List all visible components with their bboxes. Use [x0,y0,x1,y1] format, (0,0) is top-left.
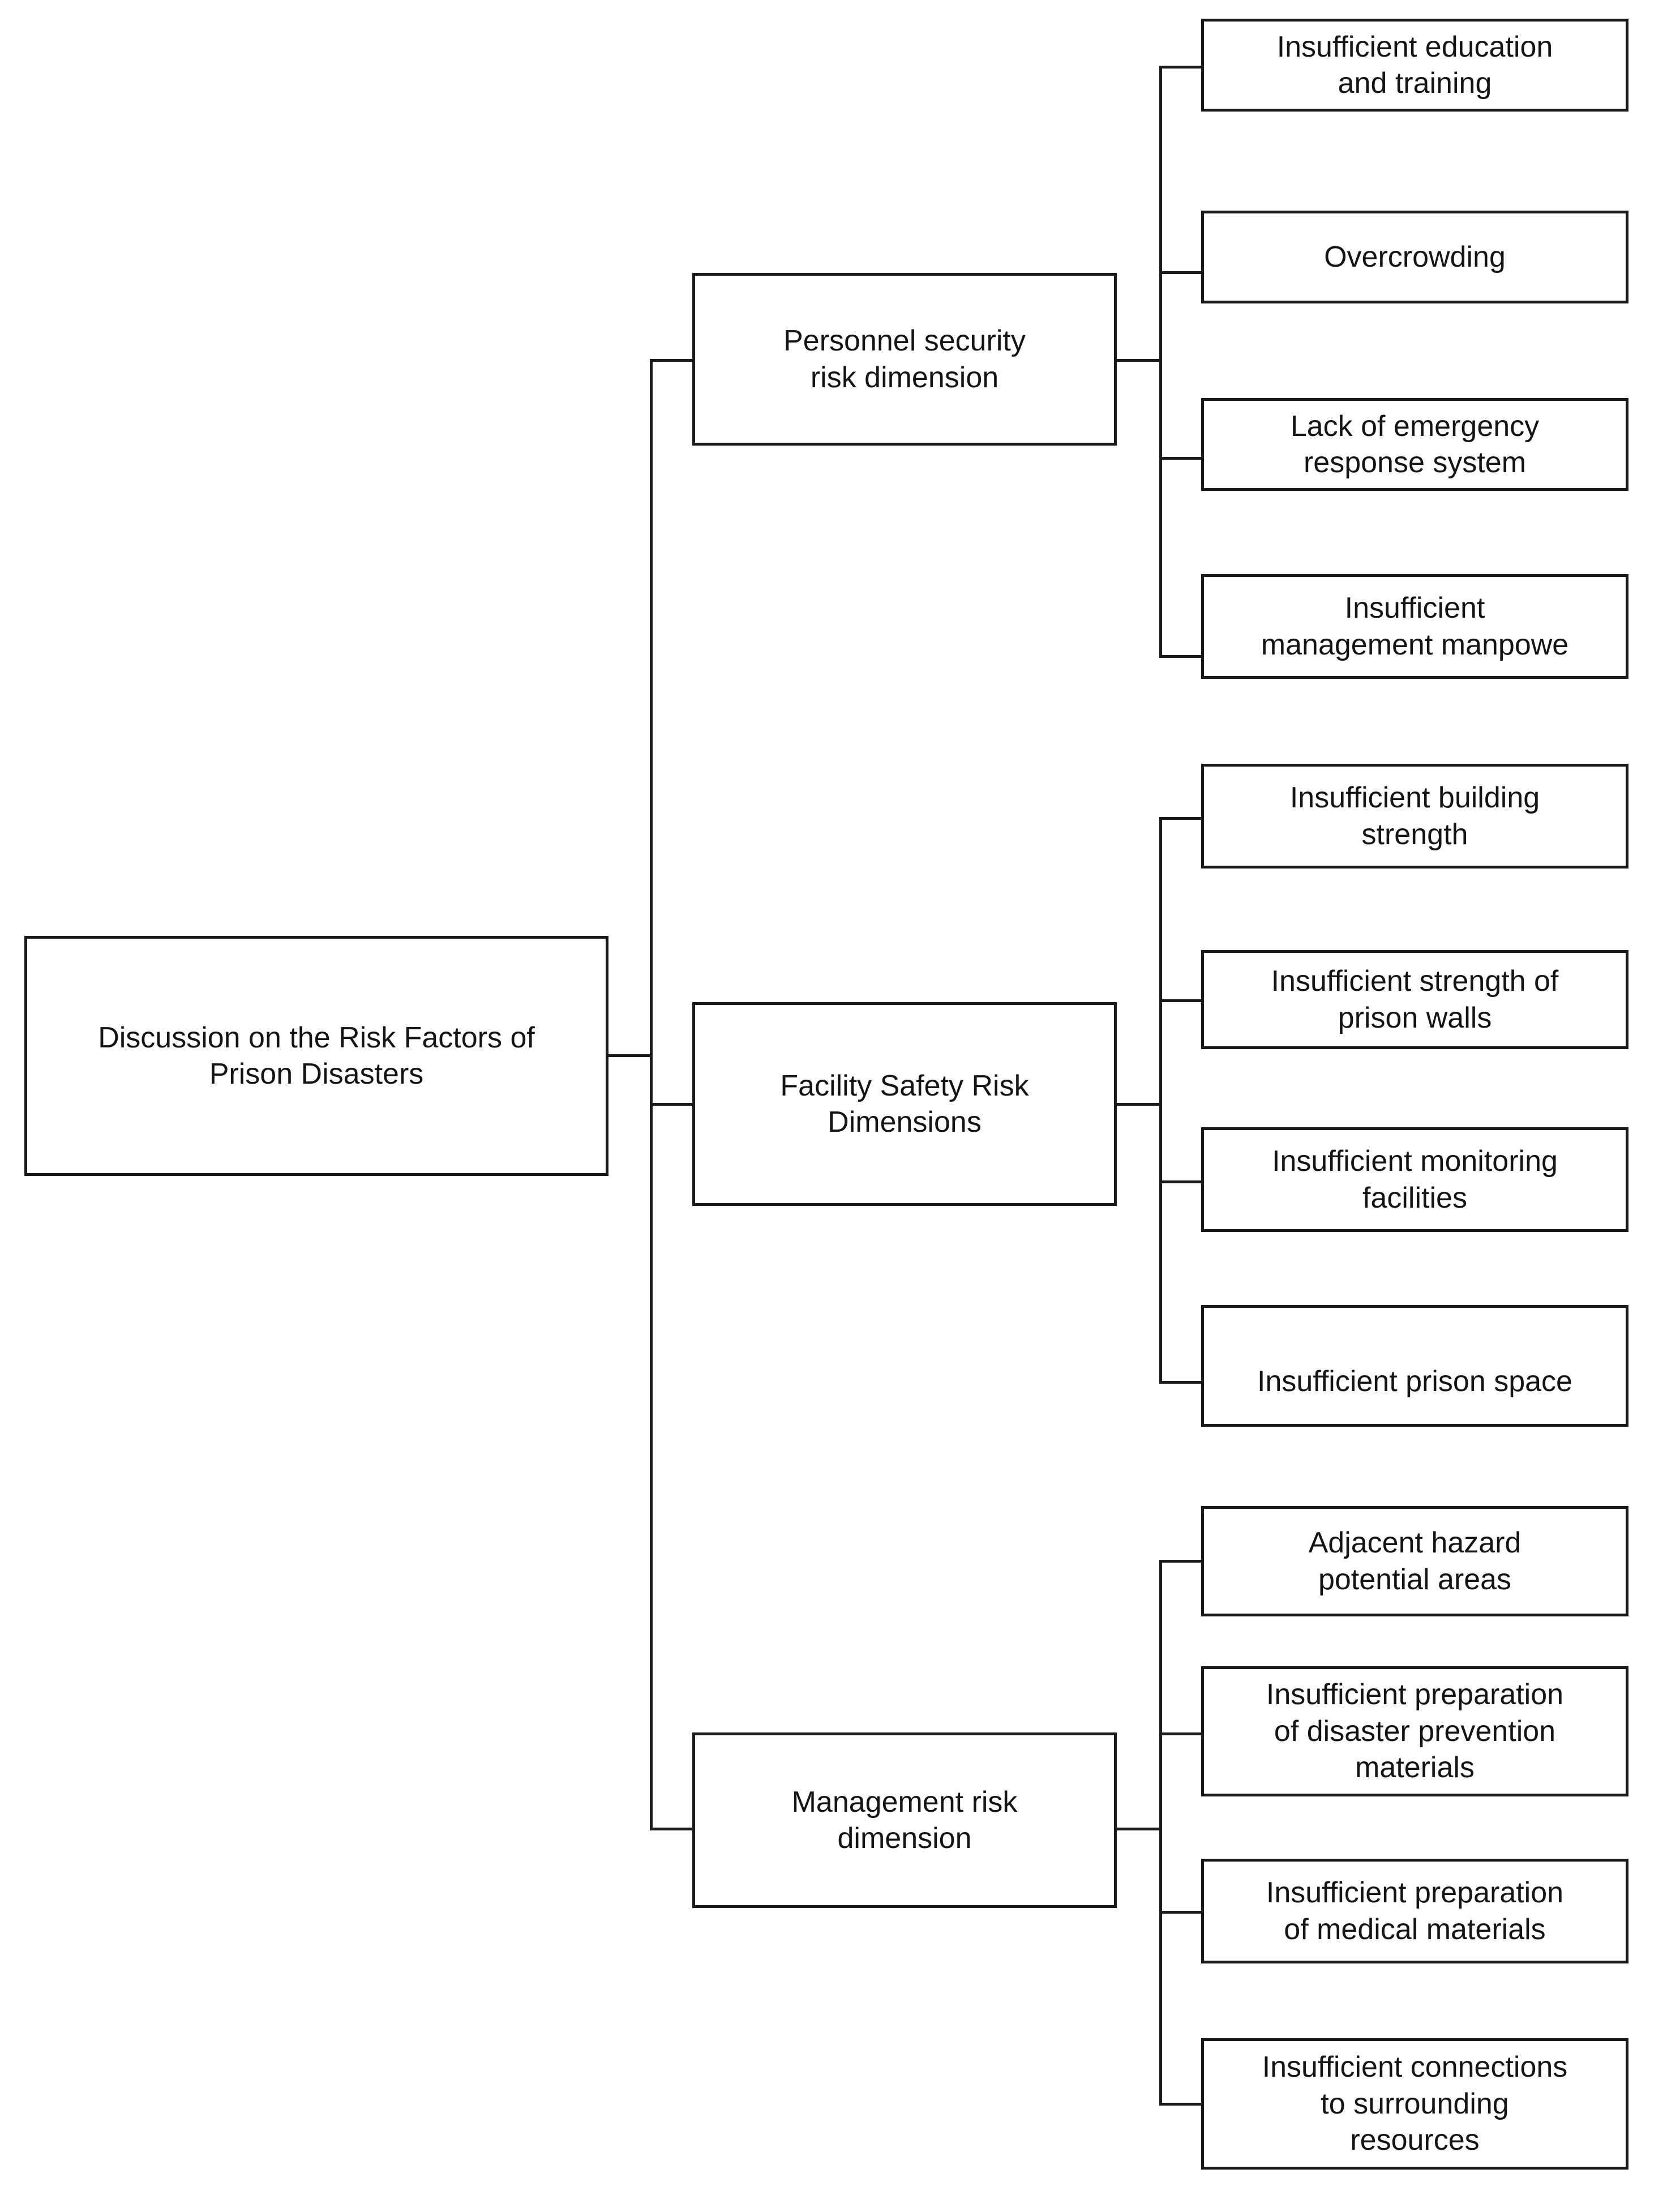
connector-trunk-to-branch-3 [650,1828,695,1830]
leaf-label-insufficient-management-manpowe: Insufficient management manpowe [1261,592,1569,661]
leaf-label-insufficient-education-and-training: Insufficient education and training [1276,30,1553,100]
leaf-node-insufficient-monitoring-facilities[interactable]: Insufficient monitoring facilities [1201,1127,1628,1232]
leaf-label-overcrowding: Overcrowding [1324,240,1506,273]
connector-leaf-stub-2-3 [1159,1180,1204,1183]
leaf-label-adjacent-hazard-potential-areas: Adjacent hazard potential areas [1308,1526,1522,1596]
connector-trunk-to-branch-2 [650,1103,695,1106]
connector-branch-3-to-leaf-trunk [1114,1828,1162,1830]
connector-branch-2-to-leaf-trunk [1114,1103,1162,1106]
leaf-node-insufficient-connections-to-surrounding-resources[interactable]: Insufficient connections to surrounding … [1201,2038,1628,2170]
branch-label-facility-safety-risk-dimensions: Facility Safety Risk Dimensions [780,1069,1029,1139]
connector-leaf-stub-1-4 [1159,655,1204,658]
connector-leaf-trunk-2 [1159,817,1162,1384]
connector-leaf-stub-1-1 [1159,66,1204,69]
connector-root-to-trunk [608,1054,653,1057]
leaf-node-insufficient-management-manpowe[interactable]: Insufficient management manpowe [1201,574,1628,679]
leaf-node-insufficient-prison-space[interactable]: Insufficient prison space [1201,1305,1628,1427]
connector-leaf-stub-3-1 [1159,1560,1204,1563]
leaf-label-insufficient-preparation-of-medical-materials: Insufficient preparation of medical mate… [1266,1876,1564,1946]
connector-leaf-stub-3-2 [1159,1732,1204,1735]
leaf-node-adjacent-hazard-potential-areas[interactable]: Adjacent hazard potential areas [1201,1506,1628,1616]
leaf-label-insufficient-preparation-of-disaster-prevention-materials: Insufficient preparation of disaster pre… [1266,1678,1564,1785]
connector-leaf-stub-3-3 [1159,1911,1204,1914]
branch-node-management-risk-dimension[interactable]: Management risk dimension [692,1732,1117,1908]
leaf-node-overcrowding[interactable]: Overcrowding [1201,211,1628,303]
leaf-label-insufficient-building-strength: Insufficient building strength [1289,781,1540,851]
connector-leaf-trunk-1 [1159,66,1162,658]
branch-node-facility-safety-risk-dimensions[interactable]: Facility Safety Risk Dimensions [692,1002,1117,1206]
leaf-node-insufficient-preparation-of-medical-materials[interactable]: Insufficient preparation of medical mate… [1201,1859,1628,1963]
branch-node-personnel-security-risk-dimension[interactable]: Personnel security risk dimension [692,273,1117,446]
connector-trunk-lower-extension [650,1103,653,1830]
connector-leaf-stub-3-4 [1159,2103,1204,2106]
leaf-label-insufficient-strength-of-prison-walls: Insufficient strength of prison walls [1271,965,1559,1034]
connector-leaf-stub-2-2 [1159,999,1204,1002]
leaf-node-insufficient-strength-of-prison-walls[interactable]: Insufficient strength of prison walls [1201,950,1628,1049]
root-node-label: Discussion on the Risk Factors of Prison… [98,1021,535,1090]
leaf-node-insufficient-preparation-of-disaster-prevention-materials[interactable]: Insufficient preparation of disaster pre… [1201,1666,1628,1796]
connector-leaf-stub-2-1 [1159,817,1204,820]
connector-leaf-stub-1-3 [1159,457,1204,460]
leaf-label-insufficient-connections-to-surrounding-resources: Insufficient connections to surrounding … [1262,2051,1568,2157]
leaf-label-insufficient-monitoring-facilities: Insufficient monitoring facilities [1272,1145,1558,1214]
branch-label-personnel-security-risk-dimension: Personnel security risk dimension [783,324,1026,394]
connector-leaf-trunk-3 [1159,1560,1162,2106]
leaf-label-insufficient-prison-space: Insufficient prison space [1257,1365,1572,1398]
connector-branch-1-to-leaf-trunk [1114,359,1162,362]
leaf-node-insufficient-education-and-training[interactable]: Insufficient education and training [1201,19,1628,112]
leaf-label-lack-of-emergency-response-system: Lack of emergency response system [1290,409,1540,479]
connector-trunk-to-branch-1 [650,359,695,362]
branch-label-management-risk-dimension: Management risk dimension [791,1785,1018,1855]
connector-main-trunk [650,359,653,1301]
root-node[interactable]: Discussion on the Risk Factors of Prison… [24,936,608,1176]
connector-leaf-stub-2-4 [1159,1381,1204,1384]
connector-leaf-stub-1-2 [1159,271,1204,274]
leaf-node-lack-of-emergency-response-system[interactable]: Lack of emergency response system [1201,398,1628,491]
leaf-node-insufficient-building-strength[interactable]: Insufficient building strength [1201,764,1628,869]
